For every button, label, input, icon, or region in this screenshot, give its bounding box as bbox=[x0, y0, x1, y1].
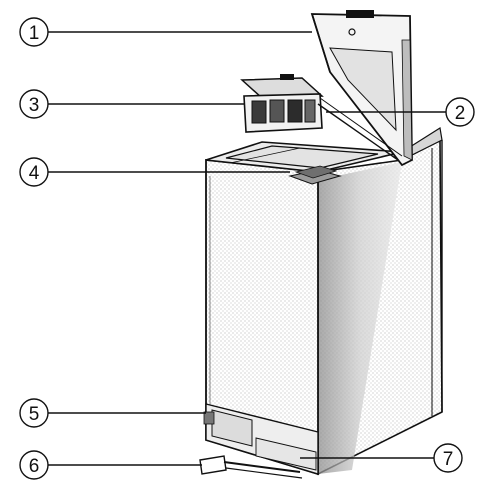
main-lid bbox=[310, 10, 413, 167]
callout-4: 4 bbox=[19, 157, 49, 187]
callout-1: 1 bbox=[19, 17, 49, 47]
cabinet-side-panel bbox=[317, 138, 443, 476]
plinth bbox=[203, 403, 319, 475]
callout-2: 2 bbox=[445, 97, 475, 127]
detergent-dispenser bbox=[240, 74, 403, 161]
callout-4-label: 4 bbox=[29, 163, 40, 184]
callout-1-label: 1 bbox=[29, 23, 40, 44]
callout-5-label: 5 bbox=[29, 404, 40, 425]
castor-lever bbox=[199, 455, 303, 479]
callout-5: 5 bbox=[19, 398, 49, 428]
callout-7: 7 bbox=[433, 443, 463, 473]
callout-3: 3 bbox=[19, 89, 49, 119]
leader-lines bbox=[48, 31, 446, 466]
callout-7-label: 7 bbox=[443, 449, 454, 470]
callout-2-label: 2 bbox=[455, 103, 466, 124]
callout-3-label: 3 bbox=[29, 95, 40, 116]
lid-handle bbox=[346, 10, 374, 18]
callout-6-label: 6 bbox=[29, 456, 40, 477]
callout-6: 6 bbox=[19, 450, 49, 480]
